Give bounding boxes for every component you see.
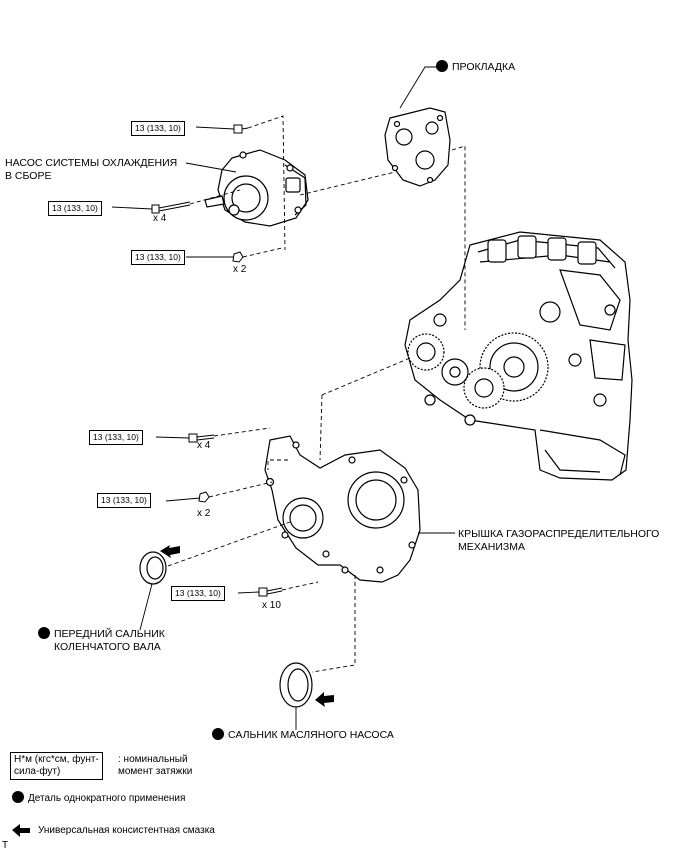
- torque-spec: 13 (133, 10): [48, 201, 102, 216]
- leader-lines: [111, 66, 455, 730]
- assembly-lines: [167, 115, 466, 673]
- oil-pump-seal-part: [279, 662, 313, 708]
- grease-arrow-icon: [160, 545, 334, 707]
- non-reusable-icon: [38, 627, 50, 639]
- quantity-label: x 10: [262, 600, 281, 611]
- fasteners: [151, 124, 283, 597]
- legend-unit-description: : номинальный момент затяжки: [118, 754, 193, 777]
- torque-spec: 13 (133, 10): [171, 586, 225, 601]
- quantity-label: x 4: [153, 213, 167, 224]
- gasket-part: [384, 107, 451, 187]
- legend-non-reusable: Деталь однократного применения: [12, 791, 185, 805]
- water-pump-part: [204, 149, 309, 227]
- legend-grease: Универсальная консистентная смазка: [38, 825, 215, 836]
- torque-spec: 13 (133, 10): [89, 430, 143, 445]
- quantity-label: x 4: [197, 440, 211, 451]
- gasket-label: ПРОКЛАДКА: [436, 60, 515, 74]
- legend-grease-arrow-icon: [12, 824, 30, 837]
- corner-mark: T: [2, 840, 9, 851]
- torque-spec: 13 (133, 10): [131, 121, 185, 136]
- quantity-label: x 2: [197, 508, 211, 519]
- non-reusable-icon: [212, 728, 224, 740]
- quantity-label: x 2: [233, 264, 247, 275]
- legend-unit-box: Н*м (кгс*см, фунт- сила-фут): [10, 752, 103, 780]
- torque-spec: 13 (133, 10): [97, 493, 151, 508]
- timing-cover-part: [264, 435, 421, 583]
- oil-seal-label: САЛЬНИК МАСЛЯНОГО НАСОСА: [212, 728, 394, 742]
- non-reusable-icon: [12, 791, 24, 803]
- water-pump-label: НАСОС СИСТЕМЫ ОХЛАЖДЕНИЯ В СБОРЕ: [5, 157, 178, 182]
- crank-seal-label: ПЕРЕДНИЙ САЛЬНИК КОЛЕНЧАТОГО ВАЛА: [38, 627, 165, 654]
- torque-spec: 13 (133, 10): [131, 250, 185, 265]
- non-reusable-icon: [436, 60, 448, 72]
- crank-seal-part: [139, 551, 167, 585]
- engine-block: [404, 231, 633, 481]
- timing-cover-label: КРЫШКА ГАЗОРАСПРЕДЕЛИТЕЛЬНОГО МЕХАНИЗМА: [458, 528, 660, 553]
